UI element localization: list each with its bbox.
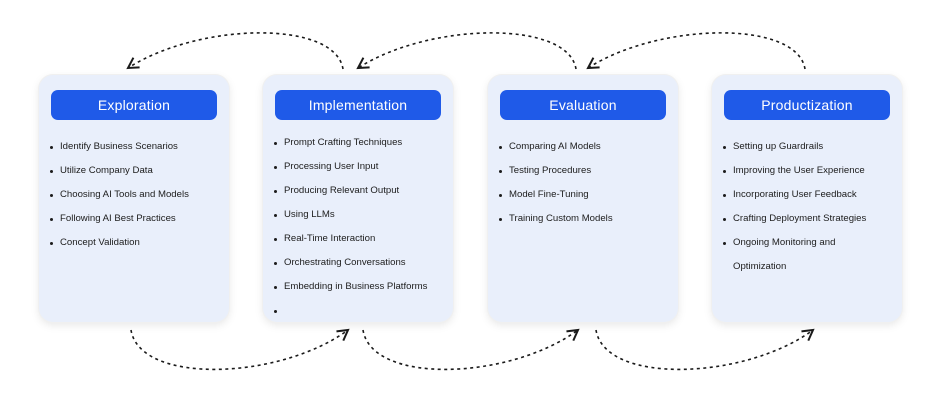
list-item: Using LLMs <box>273 203 451 227</box>
bullet-icon <box>723 217 726 221</box>
bullet-icon <box>274 165 277 169</box>
card-header-implementation: Implementation <box>275 90 441 120</box>
card-implementation: Implementation Prompt Crafting Technique… <box>263 75 453 322</box>
bullet-icon <box>50 169 53 173</box>
bullet-icon <box>274 309 277 313</box>
bullet-icon <box>723 193 726 197</box>
bullet-icon <box>499 193 502 197</box>
list-item: Producing Relevant Output <box>273 179 451 203</box>
card-productization: Productization Setting up Guardrails Imp… <box>712 75 902 322</box>
bullet-icon <box>499 145 502 149</box>
list-item: Choosing AI Tools and Models <box>49 183 227 207</box>
card-list-implementation: Prompt Crafting Techniques Processing Us… <box>273 131 451 323</box>
card-list-evaluation: Comparing AI Models Testing Procedures M… <box>498 135 676 231</box>
list-item: Testing Procedures <box>498 159 676 183</box>
bullet-icon <box>274 237 277 241</box>
card-header-exploration: Exploration <box>51 90 217 120</box>
card-header-productization: Productization <box>724 90 890 120</box>
bullet-icon <box>274 141 277 145</box>
list-item: Improving the User Experience <box>722 159 900 183</box>
list-item-continuation: Optimization <box>733 261 787 272</box>
list-item: Concept Validation <box>49 231 227 255</box>
bullet-icon <box>50 193 53 197</box>
list-item: Incorporating User Feedback <box>722 183 900 207</box>
card-header-evaluation: Evaluation <box>500 90 666 120</box>
card-list-exploration: Identify Business Scenarios Utilize Comp… <box>49 135 227 255</box>
bullet-icon <box>274 285 277 289</box>
list-item: Prompt Crafting Techniques <box>273 131 451 155</box>
bullet-icon <box>723 241 726 245</box>
bullet-icon <box>50 241 53 245</box>
return-arrow-productization-to-evaluation <box>586 32 806 70</box>
diagram-title <box>0 0 940 9</box>
list-item: Real-Time Interaction <box>273 227 451 251</box>
list-item: Processing User Input <box>273 155 451 179</box>
list-item <box>273 299 451 323</box>
bullet-icon <box>499 217 502 221</box>
list-item: Following AI Best Practices <box>49 207 227 231</box>
return-arrow-implementation-to-exploration <box>126 32 344 70</box>
card-evaluation: Evaluation Comparing AI Models Testing P… <box>488 75 678 322</box>
list-item: Model Fine-Tuning <box>498 183 676 207</box>
list-item: Embedding in Business Platforms <box>273 275 451 299</box>
forward-arrow-evaluation-to-productization <box>595 328 815 371</box>
bullet-icon <box>274 213 277 217</box>
bullet-icon <box>274 261 277 265</box>
list-item: Ongoing Monitoring and <box>722 231 900 255</box>
list-item: Training Custom Models <box>498 207 676 231</box>
list-item: Setting up Guardrails <box>722 135 900 159</box>
list-item: Comparing AI Models <box>498 135 676 159</box>
list-item: Utilize Company Data <box>49 159 227 183</box>
bullet-icon <box>499 169 502 173</box>
list-item: Orchestrating Conversations <box>273 251 451 275</box>
bullet-icon <box>50 145 53 149</box>
list-item: Crafting Deployment Strategies <box>722 207 900 231</box>
bullet-icon <box>723 169 726 173</box>
card-exploration: Exploration Identify Business Scenarios … <box>39 75 229 322</box>
bullet-icon <box>274 189 277 193</box>
list-item: Identify Business Scenarios <box>49 135 227 159</box>
card-list-productization: Setting up Guardrails Improving the User… <box>722 135 900 279</box>
forward-arrow-implementation-to-evaluation <box>362 328 580 371</box>
return-arrow-evaluation-to-implementation <box>356 32 577 70</box>
bullet-icon <box>723 145 726 149</box>
forward-arrow-exploration-to-implementation <box>130 328 350 371</box>
bullet-icon <box>50 217 53 221</box>
